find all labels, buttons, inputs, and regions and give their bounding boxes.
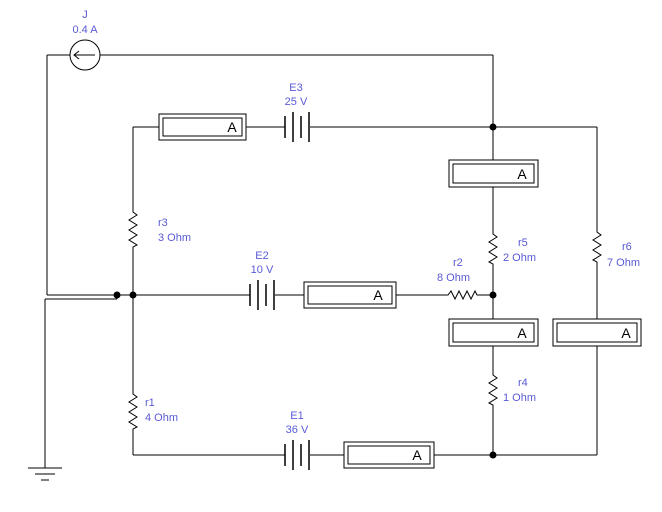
ammeter-label: A — [517, 325, 527, 341]
resistor-r4[interactable]: r4 1 Ohm — [487, 371, 536, 407]
battery-e2[interactable]: E2 10 V — [249, 250, 275, 310]
node — [129, 291, 137, 299]
resistor-r5[interactable]: r5 2 Ohm — [487, 230, 536, 266]
ammeter-right-lower[interactable]: A — [448, 318, 539, 347]
node — [489, 123, 497, 131]
component-name: E2 — [255, 250, 268, 262]
ammeter-label: A — [373, 287, 383, 303]
node — [113, 291, 121, 299]
component-value: 25 V — [285, 96, 308, 108]
component-value: 7 Ohm — [607, 257, 640, 269]
component-name: J — [82, 9, 88, 21]
component-value: 0.4 A — [72, 24, 98, 36]
ammeter-top[interactable]: A — [158, 113, 247, 141]
ammeter-label: A — [227, 119, 237, 135]
ammeter-bottom[interactable]: A — [343, 441, 435, 469]
component-name: r3 — [158, 217, 168, 229]
component-value: 8 Ohm — [437, 272, 470, 284]
component-name: r4 — [518, 377, 528, 389]
ammeter-far-right[interactable]: A — [552, 318, 642, 347]
component-value: 36 V — [286, 424, 309, 436]
component-value: 10 V — [251, 264, 274, 276]
ammeter-right-upper[interactable]: A — [448, 159, 539, 188]
ground-icon[interactable] — [28, 467, 62, 481]
current-source-j[interactable]: J 0.4 A — [69, 9, 101, 71]
junction-nodes — [113, 123, 497, 459]
node — [489, 291, 497, 299]
component-value: 3 Ohm — [158, 232, 191, 244]
component-name: r2 — [453, 257, 463, 269]
component-value: 1 Ohm — [503, 392, 536, 404]
ammeter-middle[interactable]: A — [303, 281, 397, 309]
component-value: 2 Ohm — [503, 252, 536, 264]
component-name: E3 — [289, 82, 302, 94]
resistor-r1[interactable]: r1 4 Ohm — [128, 390, 178, 430]
battery-e3[interactable]: E3 25 V — [284, 82, 310, 142]
ammeter-label: A — [517, 166, 527, 182]
ammeter-label: A — [621, 325, 631, 341]
resistor-r3[interactable]: r3 3 Ohm — [128, 208, 191, 250]
resistor-r6[interactable]: r6 7 Ohm — [591, 228, 640, 269]
component-value: 4 Ohm — [145, 412, 178, 424]
wires — [44, 54, 598, 468]
component-name: r1 — [145, 397, 155, 409]
ammeter-label: A — [412, 447, 422, 463]
battery-e1[interactable]: E1 36 V — [284, 410, 310, 470]
component-name: E1 — [290, 410, 303, 422]
component-name: r5 — [518, 237, 528, 249]
resistor-r2[interactable]: r2 8 Ohm — [437, 257, 479, 301]
node — [489, 451, 497, 459]
component-name: r6 — [622, 241, 632, 253]
